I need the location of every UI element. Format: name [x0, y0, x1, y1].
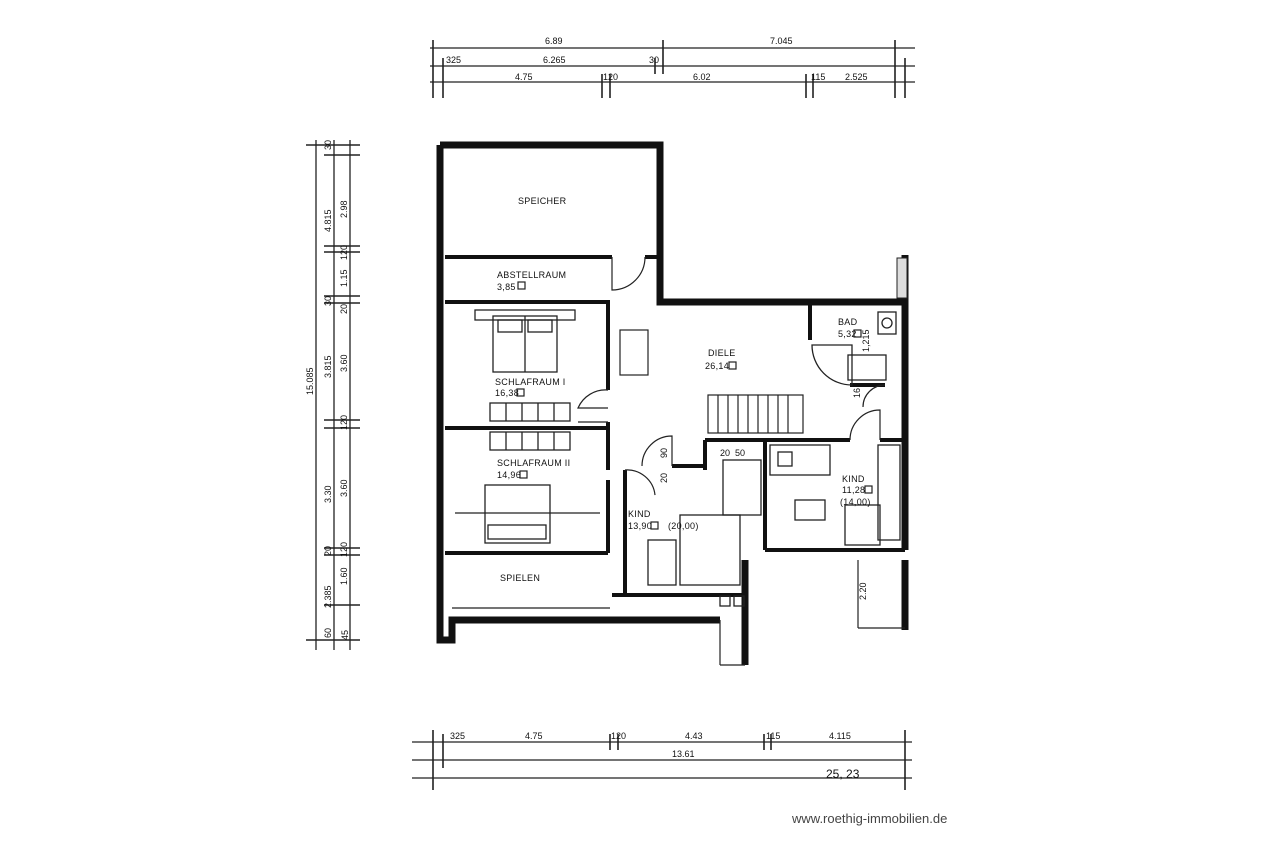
left-dim-20b: 20 — [339, 304, 349, 314]
area-marker — [516, 388, 525, 397]
room-diele-area: 26,14 — [705, 361, 729, 371]
bottom-dim-4-43: 4.43 — [685, 731, 703, 741]
top-dim-6-265: 6.265 — [543, 55, 566, 65]
room-kind1-area: 13,90 — [628, 521, 652, 531]
room-abstellraum-area: 3,85 — [497, 282, 516, 292]
left-dim-20: 20 — [323, 546, 333, 556]
room-bad-area: 5,32 — [838, 329, 857, 339]
left-dim-1-15: 1.15 — [339, 269, 349, 287]
top-dim-120: 120 — [603, 72, 618, 82]
left-dim-4-815: 4.815 — [323, 209, 333, 232]
left-dim-3-60b: 3.60 — [339, 479, 349, 497]
room-schlafraum2-name: SCHLAFRAUM II — [497, 458, 570, 468]
left-dim-outer: 15.085 — [305, 367, 315, 395]
left-dim-3-30: 3.30 — [323, 485, 333, 503]
left-dim-60: 60 — [323, 628, 333, 638]
dim-90: 90 — [659, 448, 669, 458]
room-kind1-name: KIND — [628, 509, 651, 519]
room-diele-name: DIELE — [708, 348, 736, 358]
left-dimension-chains: 15.085 30 4.815 30 3.815 20 2.385 60 45 … — [305, 140, 360, 650]
room-abstellraum-name: ABSTELLRAUM — [497, 270, 566, 280]
room-schlafraum1-name: SCHLAFRAUM I — [495, 377, 566, 387]
left-dim-2-98: 2.98 — [339, 200, 349, 218]
room-bad-name: BAD — [838, 317, 858, 327]
left-dim-3-60a: 3.60 — [339, 354, 349, 372]
doors — [577, 256, 886, 496]
furniture — [455, 257, 908, 607]
area-marker — [519, 470, 528, 479]
room-spielen-name: SPIELEN — [500, 573, 540, 583]
left-dim-120a: 120 — [339, 245, 349, 260]
area-marker — [650, 521, 659, 530]
bottom-dim-13-61: 13.61 — [672, 749, 695, 759]
left-dim-45: 45 — [340, 630, 350, 640]
watermark-url: www.roethig-immobilien.de — [792, 811, 948, 826]
left-dim-30-top: 30 — [323, 140, 333, 150]
top-dim-6-89: 6.89 — [545, 36, 563, 46]
dim-50: 50 — [735, 448, 745, 458]
room-kind2-area-total: (14,00) — [840, 497, 871, 507]
top-dim-4-75: 4.75 — [515, 72, 533, 82]
walls — [436, 141, 909, 666]
dim-20a: 20 — [659, 473, 669, 483]
dim-20b: 20 — [720, 448, 730, 458]
left-dim-120c: 120 — [339, 542, 349, 557]
bottom-dim-4-115: 4.115 — [829, 731, 851, 741]
bottom-dim-25-23: 25, 23 — [826, 767, 860, 781]
top-dim-115: 115 — [811, 72, 825, 82]
top-dim-6-02: 6.02 — [693, 72, 711, 82]
room-kind1-area-total: (20,00) — [668, 521, 699, 531]
room-schlafraum1-area: 16,38 — [495, 388, 519, 398]
top-dimension-chains: 6.89 7.045 325 6.265 30 4.75 120 6.02 11… — [430, 36, 915, 98]
top-dim-7-045: 7.045 — [770, 36, 793, 46]
room-kind2-name: KIND — [842, 474, 865, 484]
left-dim-30: 30 — [323, 296, 333, 306]
room-schlafraum2-area: 14,96 — [497, 470, 521, 480]
left-dim-3-815: 3.815 — [323, 355, 333, 378]
dim-16: 16 — [852, 388, 862, 398]
dim-2-20: 2.20 — [858, 582, 868, 600]
bottom-dimension-chains: 325 4.75 120 4.43 115 4.115 13.61 25, 23 — [412, 730, 912, 790]
bottom-dim-120: 120 — [611, 731, 626, 741]
room-labels: SPEICHER ABSTELLRAUM 3,85 SCHLAFRAUM I 1… — [495, 196, 873, 583]
room-bad-extra: 1,215 — [861, 329, 871, 352]
area-marker — [853, 329, 862, 338]
left-dim-120b: 120 — [339, 415, 349, 430]
area-marker — [864, 485, 873, 494]
left-dim-1-60: 1.60 — [339, 567, 349, 585]
left-dim-2-385: 2.385 — [323, 585, 333, 608]
top-dim-30: 30 — [649, 55, 659, 65]
area-marker — [517, 281, 526, 290]
area-marker — [728, 361, 737, 370]
bottom-dim-325: 325 — [450, 731, 465, 741]
room-speicher-name: SPEICHER — [518, 196, 567, 206]
bottom-dim-115: 115 — [766, 731, 780, 741]
top-dim-325: 325 — [446, 55, 461, 65]
interior-dimensions: 90 20 20 50 16 2.20 — [659, 388, 868, 600]
bottom-dim-4-75: 4.75 — [525, 731, 543, 741]
top-dim-2-525: 2.525 — [845, 72, 868, 82]
room-kind2-area: 11,28 — [842, 485, 865, 495]
staircase — [707, 394, 804, 434]
